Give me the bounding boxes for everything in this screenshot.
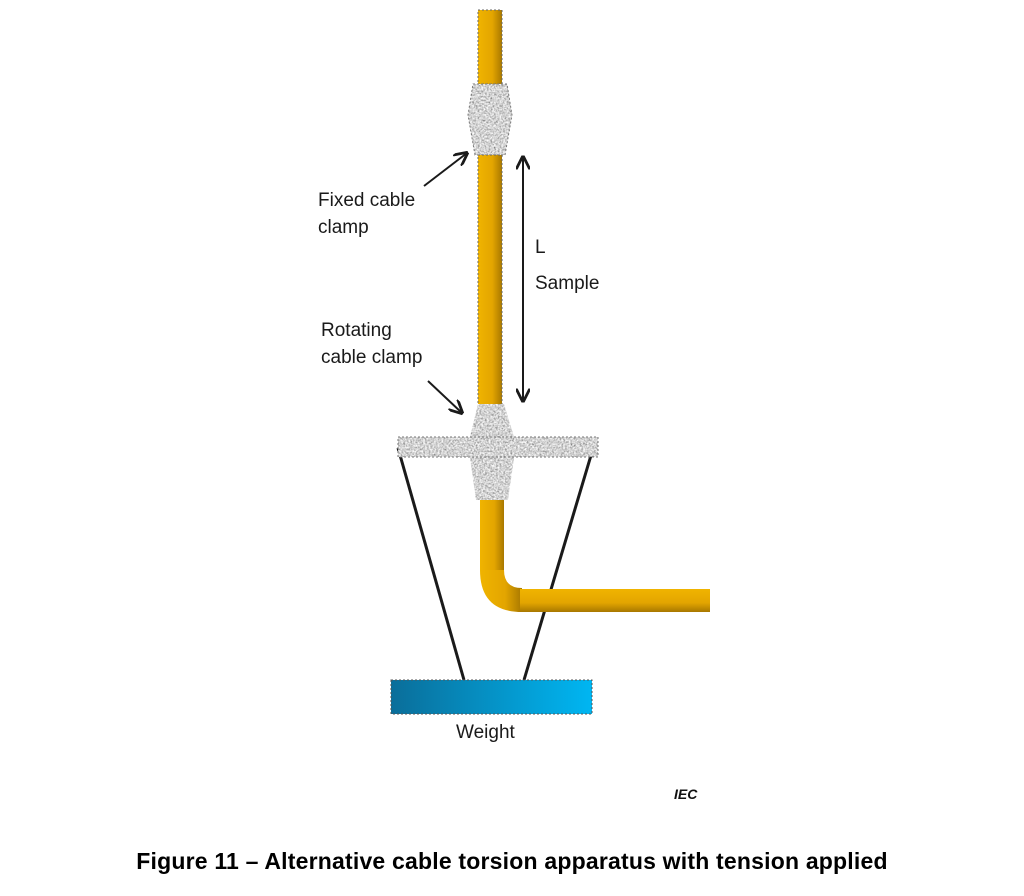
rotating-clamp-label-line1: Rotating: [321, 320, 392, 341]
cable-sample-segment: [477, 154, 503, 406]
tension-line-left: [396, 447, 466, 681]
figure-caption: Figure 11 – Alternative cable torsion ap…: [136, 848, 888, 874]
tension-line-right: [522, 451, 594, 681]
rotating-clamp-label-line2: cable clamp: [321, 347, 423, 368]
cable-top-segment: [477, 9, 503, 85]
weight-block: [390, 679, 593, 715]
rotating-clamp-pointer-arrow: [427, 380, 462, 413]
cable-bent-segment: [480, 498, 710, 612]
fixed-clamp-label-line2: clamp: [318, 217, 369, 238]
sample-label: Sample: [535, 273, 600, 294]
rotating-cable-clamp: [397, 404, 599, 500]
fixed-cable-clamp: [468, 84, 512, 155]
weight-label: Weight: [456, 722, 515, 743]
fixed-clamp-label-line1: Fixed cable: [318, 190, 416, 211]
iec-mark: IEC: [674, 786, 698, 802]
fixed-clamp-pointer-arrow: [423, 153, 467, 187]
rotating-clamp-label: Rotating cable clamp: [321, 317, 422, 371]
fixed-clamp-label: Fixed cable clamp: [318, 187, 415, 241]
length-label: L: [535, 237, 546, 258]
